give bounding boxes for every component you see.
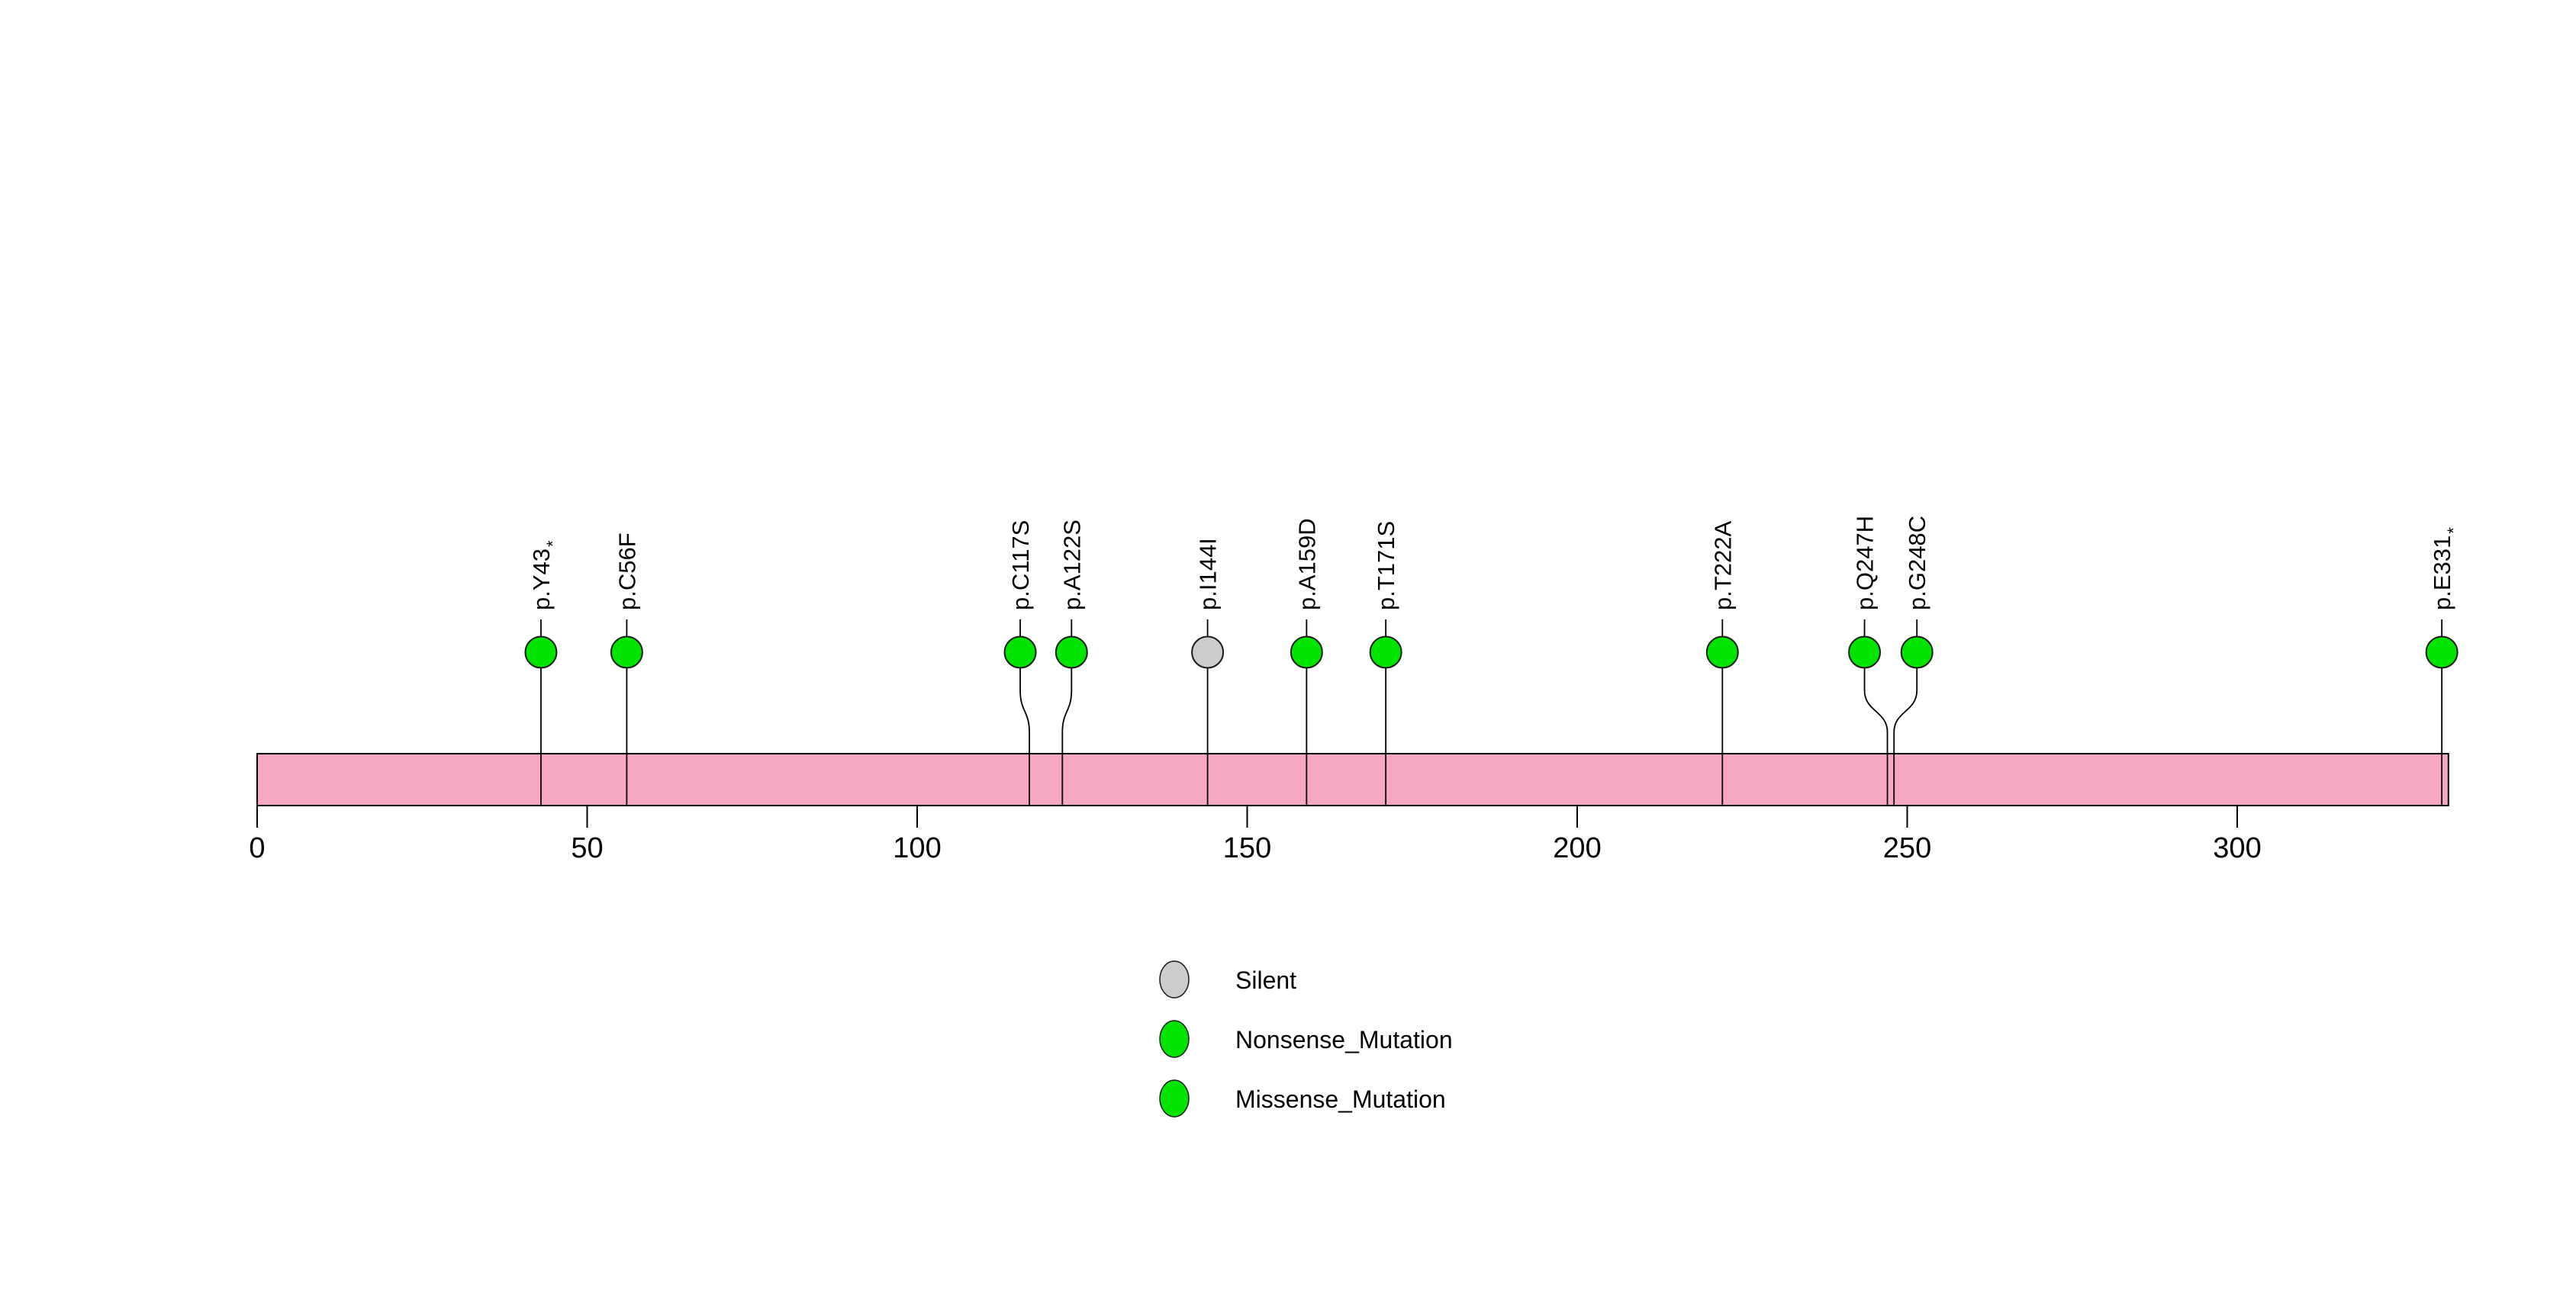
axis-tick-label: 100 bbox=[893, 832, 941, 864]
legend-marker bbox=[1159, 1020, 1190, 1058]
mutation-marker-missense_mutation bbox=[1705, 635, 1739, 669]
legend-label: Nonsense_Mutation bbox=[1235, 1026, 1453, 1053]
axis-tick-label: 200 bbox=[1553, 832, 1601, 864]
mutation-label: p.Y43* bbox=[528, 540, 562, 610]
legend-label: Missense_Mutation bbox=[1235, 1086, 1446, 1113]
legend-item-silent: Silent bbox=[1159, 960, 1296, 999]
axis-tick-label: 300 bbox=[2213, 832, 2261, 864]
mutation-label: p.I144I bbox=[1195, 538, 1222, 610]
mutation-marker-missense_mutation bbox=[610, 635, 643, 669]
lollipop-p.T171S: p.T171S bbox=[1369, 521, 1402, 806]
legend-item-missense_mutation: Missense_Mutation bbox=[1159, 1079, 1446, 1118]
mutation-label: p.T222A bbox=[1709, 520, 1736, 610]
lollipop-p.A122S: p.A122S bbox=[1055, 519, 1088, 806]
mutation-marker-nonsense_mutation bbox=[524, 635, 558, 669]
mutation-label: p.Q247H bbox=[1852, 516, 1879, 610]
mutation-marker-missense_mutation bbox=[1290, 635, 1323, 669]
mutation-label: p.T171S bbox=[1373, 521, 1399, 610]
legend-marker bbox=[1159, 960, 1190, 999]
mutation-label: p.A159D bbox=[1293, 518, 1320, 610]
lollipop-p.Q247H: p.Q247H bbox=[1848, 516, 1889, 806]
lollipop-p.C56F: p.C56F bbox=[610, 532, 643, 806]
mutation-label: p.G248C bbox=[1904, 516, 1930, 610]
legend-label: Silent bbox=[1235, 967, 1296, 994]
mutation-marker-missense_mutation bbox=[1369, 635, 1402, 669]
axis-tick-label: 150 bbox=[1223, 832, 1271, 864]
mutation-marker-missense_mutation bbox=[1055, 635, 1088, 669]
mutation-marker-missense_mutation bbox=[1848, 635, 1882, 669]
axis-tick-label: 0 bbox=[249, 832, 265, 864]
protein-bar bbox=[256, 753, 2449, 806]
lollipop-p.A159D: p.A159D bbox=[1290, 518, 1323, 806]
mutation-marker-silent bbox=[1191, 635, 1225, 669]
lollipop-stick bbox=[1863, 619, 1889, 806]
lollipop-stick bbox=[1019, 619, 1030, 806]
lollipop-p.T222A: p.T222A bbox=[1705, 520, 1739, 806]
axis-tick-label: 250 bbox=[1883, 832, 1931, 864]
mutation-label: p.A122S bbox=[1058, 519, 1085, 610]
mutation-marker-nonsense_mutation bbox=[2425, 635, 2458, 669]
lollipop-p.C117S: p.C117S bbox=[1003, 520, 1037, 806]
mutation-label: p.C56F bbox=[613, 532, 640, 610]
lollipop-stick bbox=[1893, 619, 1918, 806]
legend-marker bbox=[1159, 1079, 1190, 1118]
mutation-marker-missense_mutation bbox=[1900, 635, 1934, 669]
lollipop-p.G248C: p.G248C bbox=[1893, 516, 1934, 806]
legend-item-nonsense_mutation: Nonsense_Mutation bbox=[1159, 1020, 1453, 1058]
lollipop-p.I144I: p.I144I bbox=[1191, 538, 1225, 806]
mutation-marker-missense_mutation bbox=[1003, 635, 1037, 669]
mutation-label: p.C117S bbox=[1007, 520, 1034, 610]
mutation-label: p.E331* bbox=[2429, 527, 2463, 610]
lollipop-stick bbox=[1061, 619, 1073, 806]
axis-tick-label: 50 bbox=[571, 832, 603, 864]
